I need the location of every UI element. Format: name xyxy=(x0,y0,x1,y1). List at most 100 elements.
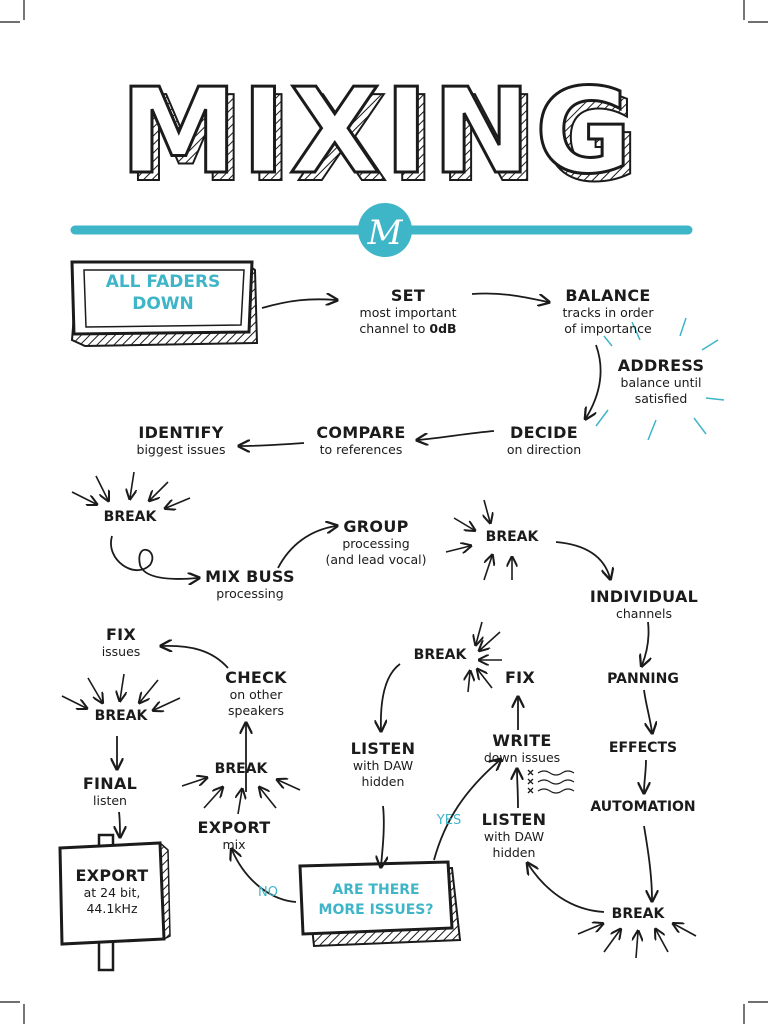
title-divider: M xyxy=(70,203,693,257)
step-listen-left: LISTEN with DAW hidden xyxy=(351,739,416,790)
step-title: MIX BUSS xyxy=(205,567,295,586)
step-title: WRITE xyxy=(492,731,552,750)
step-effects: EFFECTS xyxy=(609,740,677,757)
step-title: CHECK xyxy=(225,668,287,687)
step-title: PANNING xyxy=(607,671,679,687)
step-break-2: BREAK xyxy=(486,529,539,546)
step-title: IDENTIFY xyxy=(138,423,224,442)
step-title: FIX xyxy=(105,625,137,644)
notes-scribble-icon xyxy=(527,769,575,794)
step-set: SET most important channel to 0dB xyxy=(359,286,456,337)
step-detail: balance until xyxy=(620,375,702,390)
step-compare: COMPARE to references xyxy=(316,423,405,458)
start-box-label: ALL FADERS DOWN xyxy=(88,271,238,315)
step-detail: hidden xyxy=(492,845,536,860)
start-box-line2: DOWN xyxy=(132,294,194,314)
step-detail: issues xyxy=(101,644,141,659)
question-line2: MORE ISSUES? xyxy=(318,902,434,918)
step-title: SET xyxy=(390,286,426,305)
title-text: MIXING xyxy=(120,62,636,200)
step-title: EXPORT xyxy=(197,818,271,837)
step-fix-left: FIX issues xyxy=(102,625,141,660)
step-title: BALANCE xyxy=(565,286,651,305)
step-title: BREAK xyxy=(103,509,157,525)
step-title: EFFECTS xyxy=(608,740,678,756)
step-group: GROUP processing (and lead vocal) xyxy=(325,517,426,568)
step-detail: of importance xyxy=(564,321,652,336)
step-title: BREAK xyxy=(214,761,268,777)
step-detail: listen xyxy=(93,793,127,808)
step-detail-bold: 0dB xyxy=(429,321,457,336)
step-title: LISTEN xyxy=(481,810,547,829)
start-box-frame xyxy=(70,260,259,348)
step-listen-right: LISTEN with DAW hidden xyxy=(482,810,547,861)
step-title: EXPORT xyxy=(75,866,149,885)
step-title: COMPARE xyxy=(316,423,406,442)
step-title: FINAL xyxy=(82,774,138,793)
step-check: CHECK on other speakers xyxy=(225,668,287,719)
flow-arrows xyxy=(110,292,652,913)
step-detail: with DAW xyxy=(352,758,414,773)
step-detail: on other xyxy=(229,687,283,702)
question-box-frame xyxy=(298,860,462,948)
step-address: ADDRESS balance until satisfied xyxy=(618,356,705,407)
step-detail: mix xyxy=(222,837,246,852)
title-lettering: MIXING MIXING xyxy=(119,61,643,210)
step-title: BREAK xyxy=(611,906,665,922)
step-title: BREAK xyxy=(413,647,467,663)
question-line1: ARE THERE xyxy=(332,882,420,898)
step-export-final: EXPORT at 24 bit, 44.1kHz xyxy=(76,866,149,917)
step-title: BREAK xyxy=(485,529,539,545)
step-title: INDIVIDUAL xyxy=(589,587,699,606)
step-detail: channels xyxy=(616,606,672,621)
step-break-5: BREAK xyxy=(215,761,268,778)
step-mix-buss: MIX BUSS processing xyxy=(205,567,295,602)
step-detail: channel to xyxy=(359,321,430,336)
step-identify: IDENTIFY biggest issues xyxy=(137,423,226,458)
step-detail: processing xyxy=(342,536,410,551)
step-detail: hidden xyxy=(361,774,405,789)
svg-text:M: M xyxy=(367,213,404,253)
step-panning: PANNING xyxy=(607,671,679,688)
final-sign xyxy=(58,833,171,972)
logo-badge xyxy=(358,203,412,257)
step-detail: satisfied xyxy=(634,391,688,406)
step-title: AUTOMATION xyxy=(590,799,696,815)
step-balance: BALANCE tracks in order of importance xyxy=(563,286,654,337)
step-title: BREAK xyxy=(94,708,148,724)
step-detail: at 24 bit, xyxy=(83,885,141,900)
address-sparkle xyxy=(595,317,725,441)
step-detail: processing xyxy=(216,586,284,601)
step-detail: down issues xyxy=(483,750,561,765)
step-write: WRITE down issues xyxy=(484,731,560,766)
step-title: FIX xyxy=(504,668,536,687)
yes-label: YES xyxy=(436,813,462,828)
step-fix-right: FIX xyxy=(505,668,535,687)
step-break-4: BREAK xyxy=(414,647,467,664)
step-title: DECIDE xyxy=(510,423,578,442)
step-break-1: BREAK xyxy=(104,509,157,526)
step-detail: biggest issues xyxy=(136,442,226,457)
break-bursts xyxy=(61,471,697,959)
step-export-mix: EXPORT mix xyxy=(198,818,271,853)
step-title: LISTEN xyxy=(350,739,416,758)
no-label: NO xyxy=(258,885,278,900)
step-detail: on direction xyxy=(506,442,582,457)
step-break-6: BREAK xyxy=(95,708,148,725)
step-detail: speakers xyxy=(228,703,284,718)
step-decide: DECIDE on direction xyxy=(507,423,581,458)
step-break-3: BREAK xyxy=(612,906,665,923)
step-detail: tracks in order xyxy=(562,305,654,320)
svg-text:MIXING: MIXING xyxy=(127,70,643,208)
step-individual: INDIVIDUAL channels xyxy=(590,587,698,622)
start-box-line1: ALL FADERS xyxy=(105,272,221,292)
question-box-label: ARE THERE MORE ISSUES? xyxy=(303,880,449,920)
step-title: ADDRESS xyxy=(617,356,705,375)
step-automation: AUTOMATION xyxy=(590,799,695,816)
step-final: FINAL listen xyxy=(83,774,137,809)
step-detail: to references xyxy=(319,442,403,457)
step-title: GROUP xyxy=(343,517,409,536)
